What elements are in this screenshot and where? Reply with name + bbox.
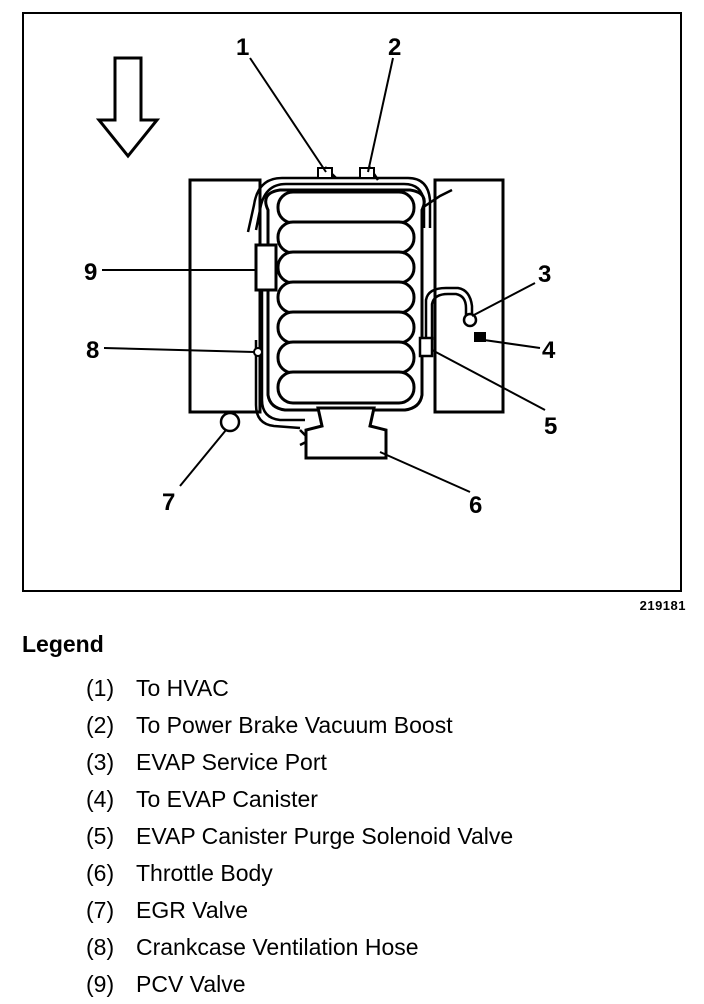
legend-item-text: Throttle Body (136, 860, 273, 886)
legend-item-text: To HVAC (136, 675, 229, 701)
front-direction-arrow-icon (95, 56, 161, 159)
legend-item-number: (8) (86, 934, 115, 960)
legend-title: Legend (22, 631, 104, 657)
callout-7: 7 (162, 489, 175, 516)
legend-item-number: (7) (86, 897, 115, 923)
legend-item-text: To EVAP Canister (136, 786, 318, 812)
legend-item-number: (1) (86, 675, 115, 701)
evap-canister-line-fitting (474, 332, 486, 342)
evap-purge-solenoid (418, 336, 434, 358)
legend-item-number: (4) (86, 786, 115, 812)
callout-9: 9 (84, 259, 97, 286)
callout-6: 6 (469, 492, 482, 519)
legend-item-number: (5) (86, 823, 115, 849)
callout-4: 4 (542, 337, 556, 364)
legend-item: (2) To Power Brake Vacuum Boost (86, 707, 513, 744)
crankcase-fitting (253, 347, 263, 357)
callout-1: 1 (236, 34, 249, 61)
engine-block-right (433, 178, 505, 414)
legend-item-text: PCV Valve (136, 971, 246, 997)
legend-item-text: EGR Valve (136, 897, 249, 923)
legend-item-text: EVAP Service Port (136, 749, 327, 775)
callout-8: 8 (86, 337, 99, 364)
vacuum-hose-routing-diagram: 1 2 3 4 5 6 7 8 9 (84, 34, 557, 519)
legend-item-number: (6) (86, 860, 115, 886)
diagram-frame (22, 12, 682, 592)
callout-2: 2 (388, 34, 401, 61)
intake-runners (276, 190, 416, 405)
throttle-body (304, 406, 388, 460)
legend-item-number: (9) (86, 971, 115, 997)
legend-item: (3) EVAP Service Port (86, 744, 513, 781)
legend-item: (8) Crankcase Ventilation Hose (86, 929, 513, 966)
pcv-valve (254, 243, 278, 292)
legend-item-text: To Power Brake Vacuum Boost (136, 712, 453, 738)
legend-item: (7) EGR Valve (86, 892, 513, 929)
legend-item: (5) EVAP Canister Purge Solenoid Valve (86, 818, 513, 855)
leader-lines (102, 57, 546, 493)
figure-number: 219181 (639, 598, 686, 613)
legend-item: (1) To HVAC (86, 670, 513, 707)
legend-item: (6) Throttle Body (86, 855, 513, 892)
hose-ports (317, 167, 375, 179)
legend-item-text: EVAP Canister Purge Solenoid Valve (136, 823, 514, 849)
legend-item: (4) To EVAP Canister (86, 781, 513, 818)
legend-list: (1) To HVAC (2) To Power Brake Vacuum Bo… (86, 670, 513, 1003)
legend-item: (9) PCV Valve (86, 966, 513, 1003)
legend-item-number: (3) (86, 749, 115, 775)
callout-5: 5 (544, 413, 557, 440)
legend-item-text: Crankcase Ventilation Hose (136, 934, 419, 960)
egr-valve (219, 411, 241, 433)
evap-service-port (462, 312, 478, 328)
legend-item-number: (2) (86, 712, 115, 738)
callout-3: 3 (538, 261, 551, 288)
engine-block-left (188, 178, 262, 414)
